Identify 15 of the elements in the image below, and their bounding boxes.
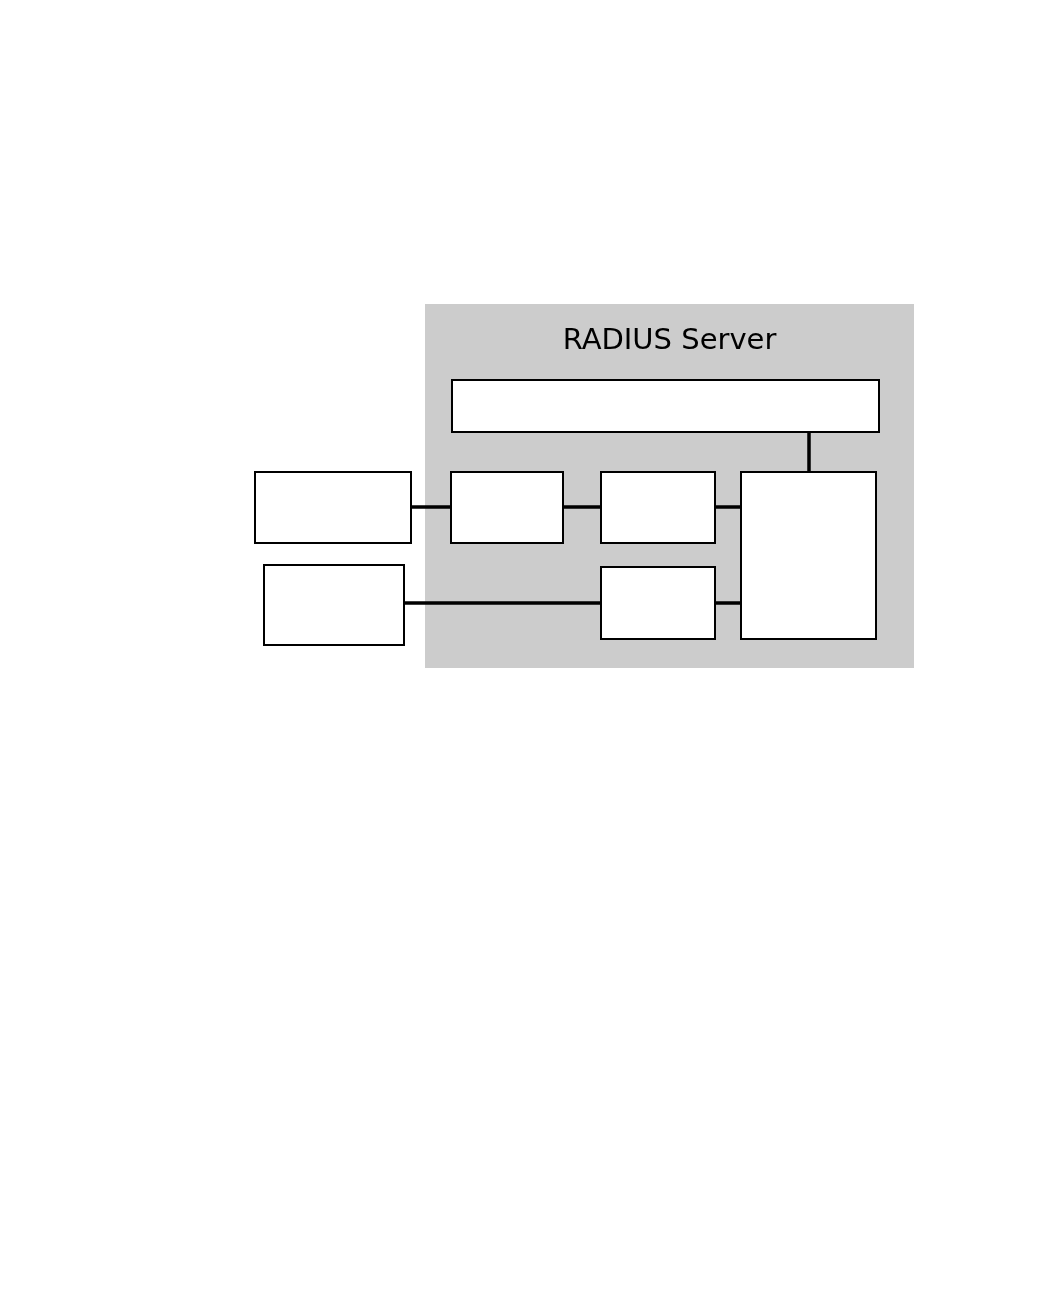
component-box — [600, 471, 716, 544]
connector-line — [405, 601, 600, 605]
component-box — [263, 564, 405, 646]
connector-line — [807, 433, 811, 471]
connector-line — [716, 505, 740, 509]
server-panel — [425, 304, 914, 668]
component-box — [600, 566, 716, 640]
component-box — [740, 471, 877, 640]
connector-line — [564, 505, 600, 509]
component-box — [450, 471, 564, 544]
connector-line — [412, 505, 450, 509]
connector-line — [716, 601, 740, 605]
panel-title: RADIUS Server — [561, 322, 778, 356]
component-box — [254, 471, 412, 544]
component-box — [451, 379, 880, 433]
